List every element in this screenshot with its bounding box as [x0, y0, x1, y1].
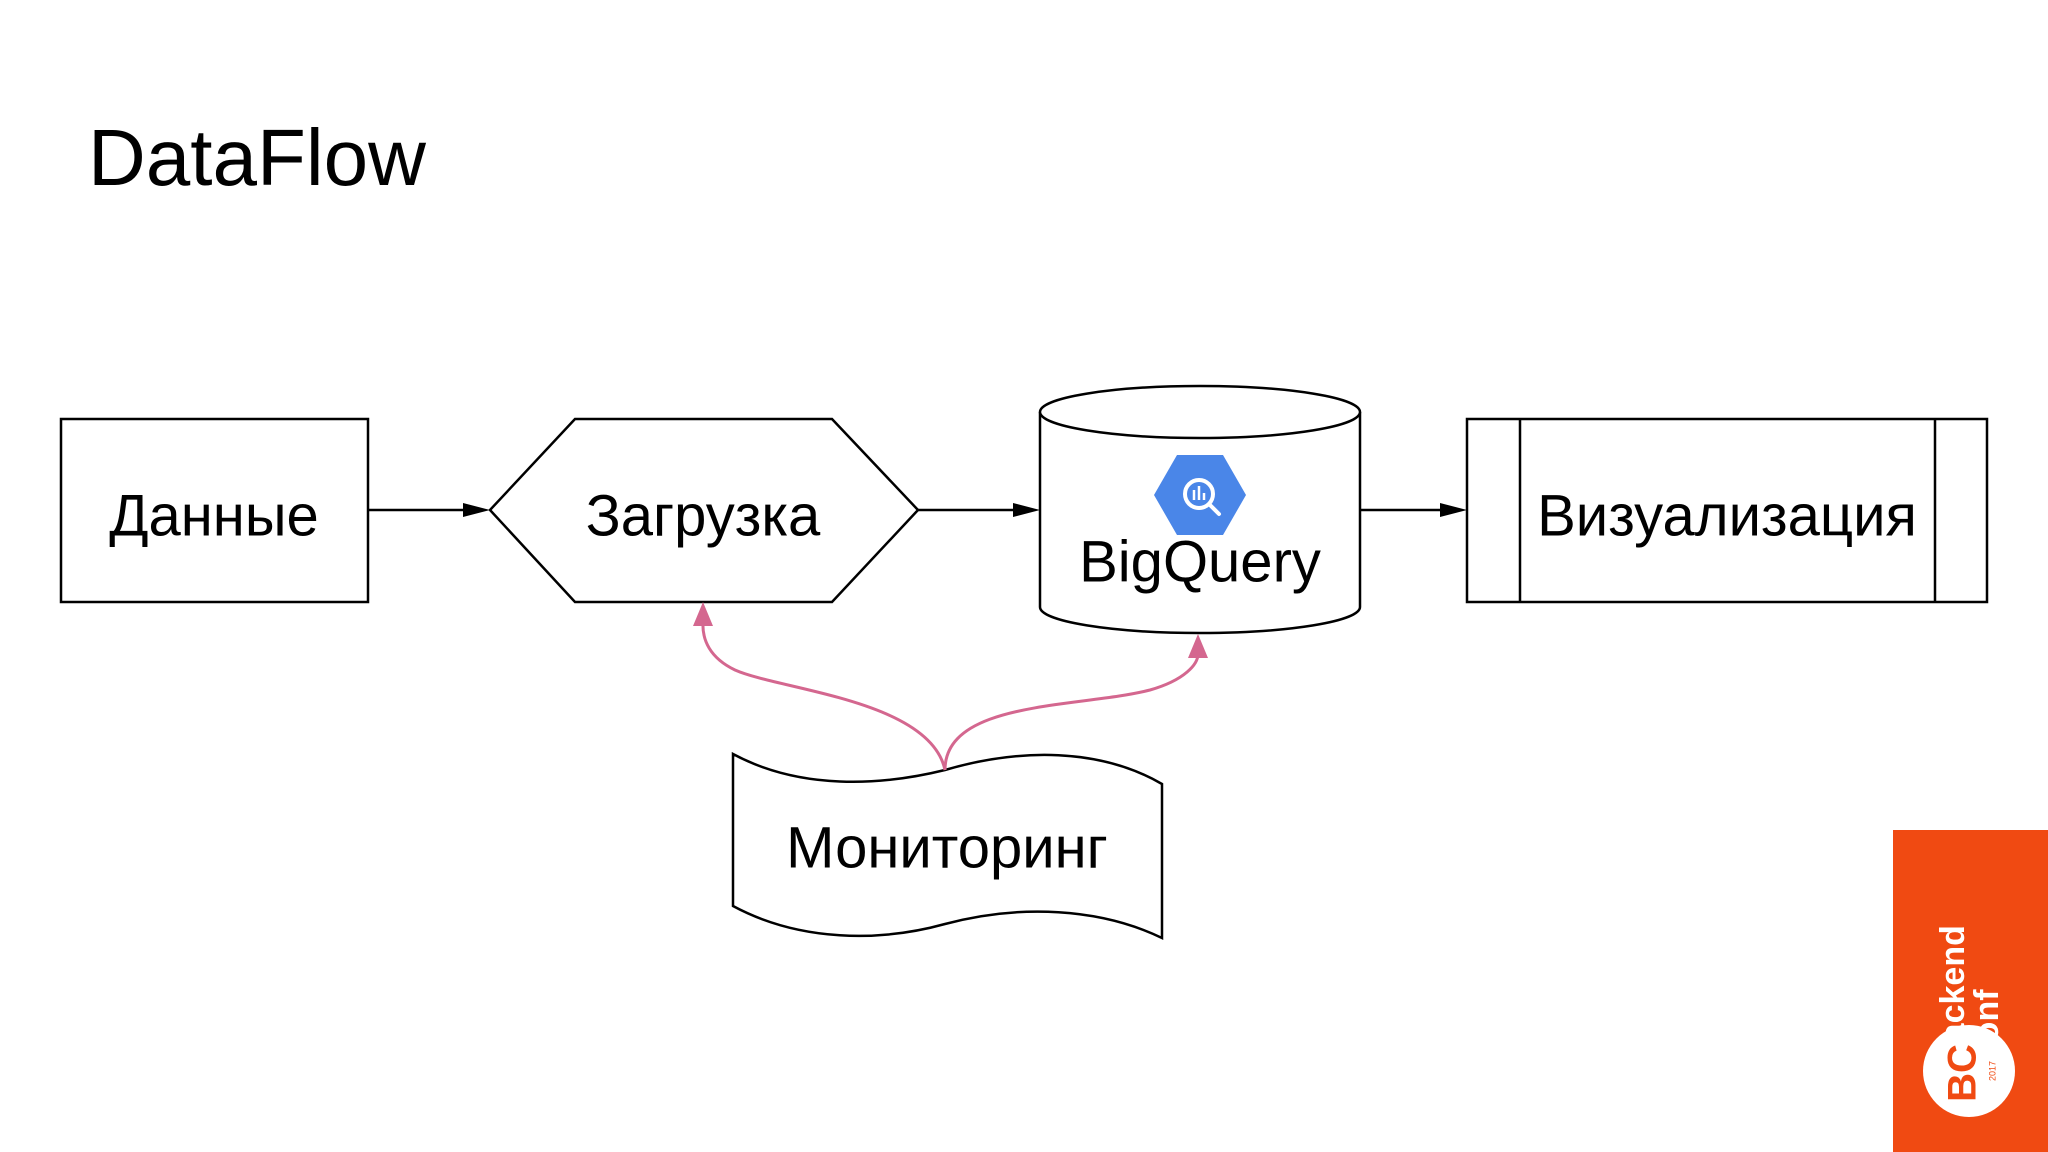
- node-loading-label: Загрузка: [586, 483, 821, 548]
- edge-monitoring-to-bigquery: [943, 634, 1208, 771]
- slide-title: DataFlow: [88, 113, 426, 202]
- bigquery-icon: [1154, 455, 1246, 535]
- node-monitoring: Мониторинг: [731, 751, 1164, 940]
- node-data: Данные: [59, 417, 370, 604]
- node-bigquery-label: BigQuery: [1079, 529, 1321, 594]
- node-loading: Загрузка: [488, 417, 920, 604]
- node-bigquery: BigQuery: [1038, 384, 1362, 635]
- node-data-label: Данные: [109, 483, 319, 548]
- bc-logo-year: 2017: [1987, 1061, 1997, 1081]
- bc-logo-text: BC: [1941, 1044, 1985, 1102]
- node-visualization: Визуализация: [1465, 417, 1989, 604]
- backend-conf-badge: Backend Conf BC 2017: [1893, 830, 2048, 1152]
- node-visualization-label: Визуализация: [1537, 483, 1917, 548]
- edge-loading-to-bigquery: [918, 503, 1040, 517]
- edge-data-to-loading: [368, 503, 490, 517]
- edge-bigquery-to-visualization: [1360, 503, 1467, 517]
- edge-monitoring-to-loading: [693, 602, 947, 771]
- node-monitoring-label: Мониторинг: [786, 815, 1108, 880]
- bc-logo-icon: BC 2017: [1923, 1025, 2015, 1117]
